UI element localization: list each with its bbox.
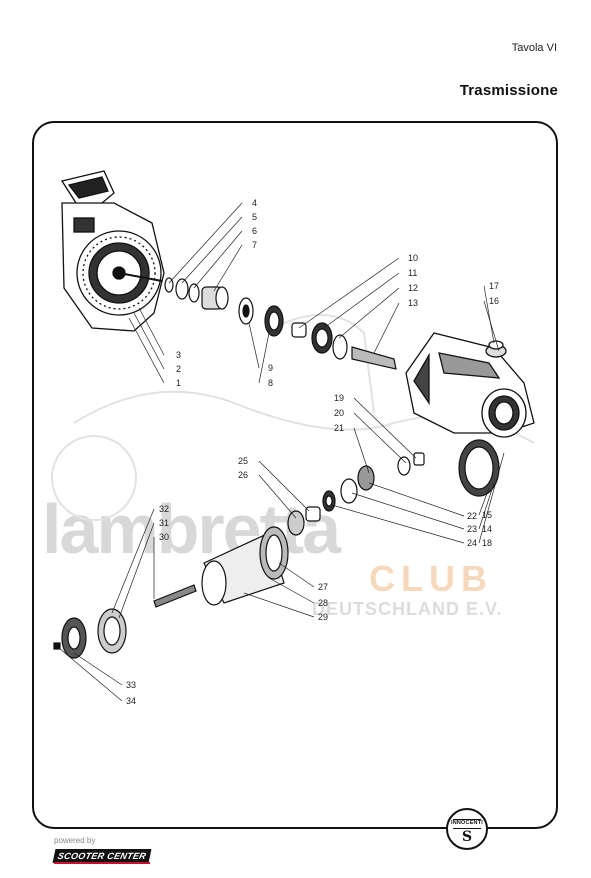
callout: 26 [238, 470, 248, 480]
callout: 4 [252, 198, 257, 208]
callout-labels: 4 5 6 7 3 2 1 9 8 10 11 12 13 17 16 19 2… [126, 198, 499, 706]
callout: 9 [268, 363, 273, 373]
callout: 18 [482, 538, 492, 548]
callout: 31 [159, 518, 169, 528]
callout: 24 [467, 538, 477, 548]
engine-case [60, 170, 165, 332]
sponsor-underline [54, 862, 150, 864]
parts-4-7 [164, 277, 284, 337]
callout: 11 [408, 268, 417, 278]
callout: 34 [126, 696, 136, 706]
callout: 13 [408, 298, 418, 308]
powered-by-label: powered by [54, 836, 96, 845]
callout: 27 [318, 582, 328, 592]
callout: 30 [159, 532, 169, 542]
callout: 12 [408, 283, 418, 293]
diagram-frame: lambretta CLUB DEUTSCHLAND E.V. [32, 121, 558, 829]
callout: 6 [252, 226, 257, 236]
parts-25-29 [201, 506, 321, 606]
callout: 25 [238, 456, 248, 466]
parts-10-13 [291, 322, 397, 370]
logo-symbol: S [461, 829, 473, 845]
callout: 32 [159, 504, 169, 514]
callout: 5 [252, 212, 257, 222]
watermark-club: CLUB [369, 558, 493, 599]
callout: 28 [318, 598, 328, 608]
callout: 22 [467, 511, 477, 521]
gearbox-housing [405, 332, 535, 438]
callout: 14 [482, 524, 492, 534]
parts-30-34 [53, 584, 197, 659]
logo-band [453, 819, 481, 829]
innocenti-logo: INNOCENTI S [446, 808, 488, 850]
leader-lines [58, 202, 505, 702]
callout: 21 [334, 423, 344, 433]
plate-number: Tavola VI [511, 42, 557, 54]
callout: 8 [268, 378, 273, 388]
callout: 2 [176, 364, 181, 374]
callout: 33 [126, 680, 136, 690]
page-title: Trasmissione [459, 82, 558, 99]
callout: 19 [334, 393, 344, 403]
callout: 17 [489, 281, 499, 291]
callout: 1 [176, 378, 181, 388]
callout: 7 [252, 240, 257, 250]
sponsor-logo: SCOOTER CENTER [52, 849, 152, 863]
callout: 23 [467, 524, 477, 534]
callout: 3 [176, 350, 181, 360]
logo-text: INNOCENTI [450, 820, 484, 826]
parts-14-24 [322, 439, 500, 512]
callout: 16 [489, 296, 499, 306]
callout: 29 [318, 612, 328, 622]
watermark-country: DEUTSCHLAND E.V. [312, 599, 502, 619]
callout: 15 [482, 510, 492, 520]
callout: 10 [408, 253, 418, 263]
exploded-transmission-diagram: lambretta CLUB DEUTSCHLAND E.V. [42, 170, 535, 706]
callout: 20 [334, 408, 344, 418]
